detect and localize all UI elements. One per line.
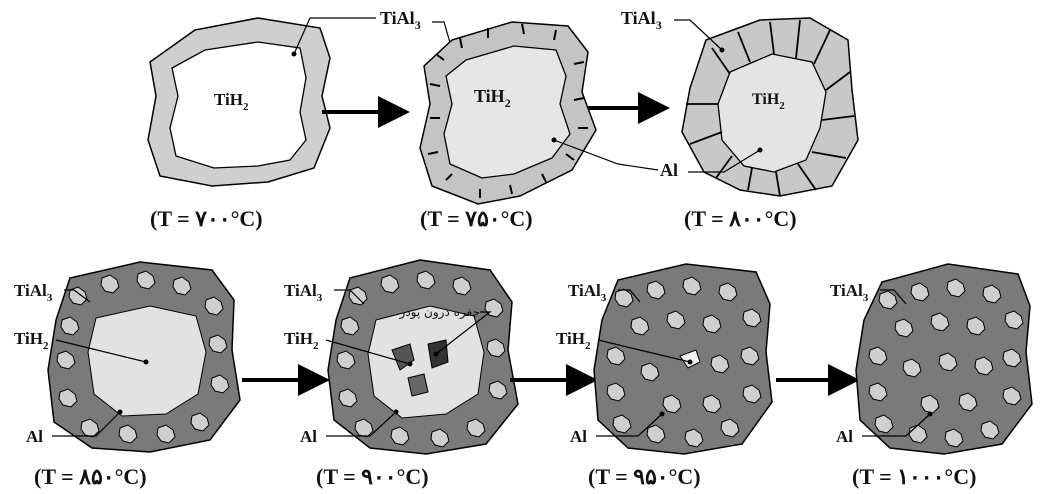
al-label-top: Al: [551, 137, 763, 180]
labels-s5: TiAl3 حفره درون پودر TiH2 Al: [284, 281, 492, 446]
particle-stage-7: [855, 263, 1033, 455]
tial3-label-top: TiAl3: [291, 8, 461, 73]
svg-text:Al: Al: [300, 427, 317, 446]
svg-text:Al: Al: [26, 427, 43, 446]
temperature-caption-s1: (T = ۷۰۰°C): [150, 206, 263, 231]
temperature-caption-s7: (T = ۱۰۰۰°C): [852, 464, 976, 489]
particle-stage-2: TiH2: [419, 21, 597, 205]
svg-text:TiH2: TiH2: [556, 329, 591, 352]
svg-text:Al: Al: [570, 427, 587, 446]
svg-text:TiAl3: TiAl3: [830, 281, 869, 304]
particle-stage-3: TiH2: [681, 17, 859, 197]
svg-text:TiAl3: TiAl3: [380, 8, 421, 32]
particle-stage-6: [593, 263, 773, 455]
temperature-caption-s5: (T = ۹۰۰°C): [316, 464, 429, 489]
temperature-caption-s6: (T = ۹۵۰°C): [588, 464, 701, 489]
svg-text:TiAl3: TiAl3: [621, 8, 662, 32]
svg-text:TiAl3: TiAl3: [284, 281, 323, 304]
particle-stage-4: [47, 261, 241, 453]
tih2-label-s2: TiH2: [474, 86, 511, 110]
tih2-label-s3: TiH2: [752, 91, 785, 112]
svg-text:TiAl3: TiAl3: [568, 281, 607, 304]
temperature-caption-s4: (T = ۸۵۰°C): [34, 464, 147, 489]
labels-s6: TiAl3 TiH2 Al: [556, 281, 691, 446]
labels-s7: TiAl3 Al: [830, 281, 933, 446]
particle-stage-1: TiH2: [147, 17, 331, 187]
svg-text:TiAl3: TiAl3: [14, 281, 53, 304]
particle-stage-5: [327, 259, 519, 455]
temperature-caption-s3: (T = ۸۰۰°C): [684, 206, 797, 231]
svg-text:Al: Al: [836, 427, 853, 446]
tih2-label-s1: TiH2: [214, 90, 249, 113]
temperature-caption-s2: (T = ۷۵۰°C): [420, 206, 533, 231]
tial3-label-s3: TiAl3: [621, 8, 725, 53]
labels-s4: TiAl3 TiH2 Al: [14, 281, 147, 446]
svg-text:TiH2: TiH2: [284, 329, 319, 352]
svg-text:Al: Al: [660, 160, 678, 180]
svg-text:TiH2: TiH2: [14, 329, 49, 352]
pore-label: حفره درون پودر: [399, 305, 480, 320]
